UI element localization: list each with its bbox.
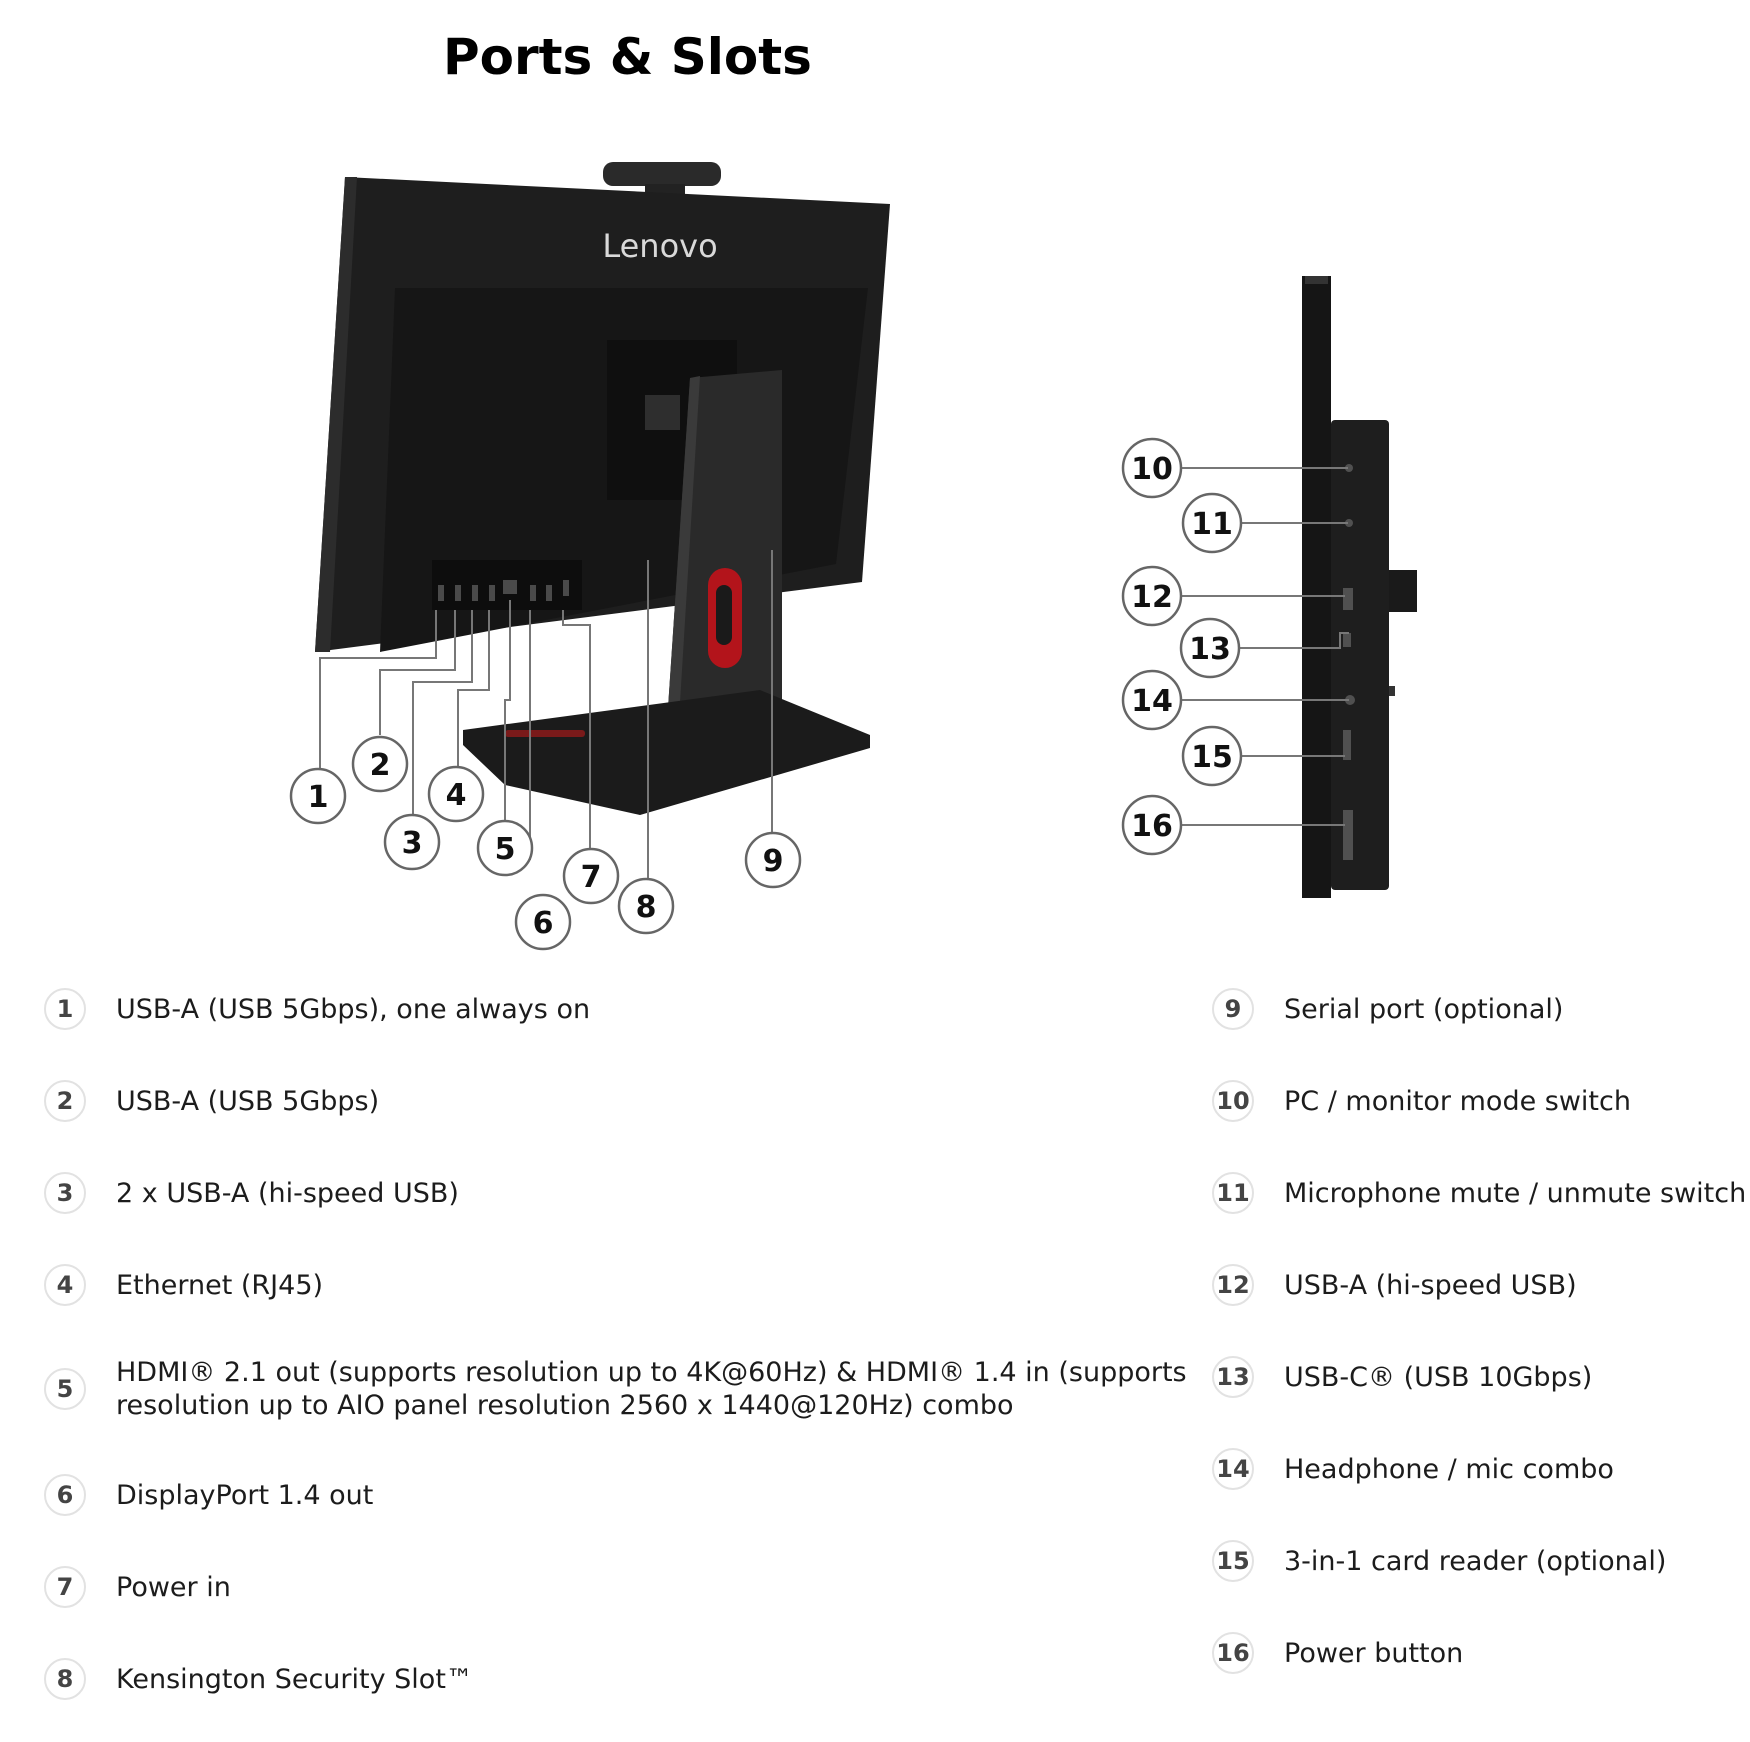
legend-number-badge: 10 (1212, 1080, 1254, 1122)
legend-label: USB-A (USB 5Gbps) (116, 1085, 380, 1117)
callout-6: 6 (514, 893, 572, 951)
callout-7: 7 (562, 847, 620, 905)
legend-number-badge: 12 (1212, 1264, 1254, 1306)
legend-label: USB-A (hi-speed USB) (1284, 1269, 1577, 1301)
ports-diagram: Lenovo (289, 162, 1417, 951)
legend-number-badge: 11 (1212, 1172, 1254, 1214)
legend-label: PC / monitor mode switch (1284, 1085, 1631, 1117)
svg-text:9: 9 (763, 844, 784, 879)
side-view-illustration: 10 11 12 13 14 15 16 (1121, 276, 1417, 898)
legend-label: 2 x USB-A (hi-speed USB) (116, 1177, 459, 1209)
legend-label: USB-A (USB 5Gbps), one always on (116, 993, 591, 1025)
legend-number-badge: 8 (44, 1658, 86, 1700)
legend-number-badge: 16 (1212, 1632, 1254, 1674)
svg-text:5: 5 (495, 832, 516, 867)
callout-5: 5 (476, 819, 534, 877)
callout-12: 12 (1121, 565, 1183, 627)
callout-1: 1 (289, 767, 347, 825)
svg-text:8: 8 (636, 890, 657, 925)
legend-number-badge: 9 (1212, 988, 1254, 1030)
callout-2: 2 (351, 735, 409, 793)
legend-label-line-2: resolution up to AIO panel resolution 25… (116, 1390, 1014, 1421)
legend-label: USB-C® (USB 10Gbps) (1284, 1361, 1593, 1393)
legend-label: Ethernet (RJ45) (116, 1269, 324, 1301)
svg-text:15: 15 (1191, 740, 1233, 775)
svg-text:6: 6 (533, 906, 554, 941)
legend-item-3: 3 2 x USB-A (hi-speed USB) (44, 1172, 459, 1214)
callout-11: 11 (1181, 492, 1243, 554)
legend-item-11: 11 Microphone mute / unmute switch (1212, 1172, 1746, 1214)
legend-item-9: 9 Serial port (optional) (1212, 988, 1563, 1030)
legend-item-13: 13 USB-C® (USB 10Gbps) (1212, 1356, 1592, 1398)
rear-view-illustration: Lenovo (289, 162, 890, 951)
svg-text:10: 10 (1131, 452, 1173, 487)
stand-base (463, 690, 870, 815)
callout-10: 10 (1121, 437, 1183, 499)
legend-label: Kensington Security Slot™ (116, 1663, 473, 1695)
legend-item-4: 4 Ethernet (RJ45) (44, 1264, 323, 1306)
brand-logo: Lenovo (602, 227, 717, 265)
callout-16: 16 (1121, 794, 1183, 856)
legend-label: Power button (1284, 1637, 1464, 1669)
callout-14: 14 (1121, 669, 1183, 731)
svg-text:4: 4 (446, 778, 467, 813)
svg-text:1: 1 (308, 780, 329, 815)
legend-label-line-1: HDMI® 2.1 out (supports resolution up to… (116, 1357, 1187, 1388)
legend-label: DisplayPort 1.4 out (116, 1479, 374, 1511)
callout-8: 8 (617, 877, 675, 935)
svg-text:16: 16 (1131, 809, 1173, 844)
svg-text:11: 11 (1191, 507, 1233, 542)
legend-item-8: 8 Kensington Security Slot™ (44, 1658, 473, 1700)
legend-label: HDMI® 2.1 out (supports resolution up to… (116, 1356, 1187, 1422)
legend-number-badge: 13 (1212, 1356, 1254, 1398)
legend-item-7: 7 Power in (44, 1566, 231, 1608)
legend-label: 3-in-1 card reader (optional) (1284, 1545, 1667, 1577)
svg-text:7: 7 (581, 860, 602, 895)
callout-13: 13 (1179, 617, 1241, 679)
legend-item-12: 12 USB-A (hi-speed USB) (1212, 1264, 1577, 1306)
callout-3: 3 (383, 813, 441, 871)
legend-number-badge: 2 (44, 1080, 86, 1122)
legend-item-6: 6 DisplayPort 1.4 out (44, 1474, 373, 1516)
legend-number-badge: 6 (44, 1474, 86, 1516)
page-title: Ports & Slots (443, 28, 812, 86)
callout-9: 9 (744, 831, 802, 889)
webcam-icon (603, 162, 721, 186)
legend-item-16: 16 Power button (1212, 1632, 1463, 1674)
legend-number-badge: 5 (44, 1368, 86, 1410)
callout-15: 15 (1181, 725, 1243, 787)
legend-number-badge: 1 (44, 988, 86, 1030)
svg-text:13: 13 (1189, 632, 1231, 667)
legend-label: Headphone / mic combo (1284, 1453, 1614, 1485)
legend-label: Power in (116, 1571, 231, 1603)
legend-number-badge: 3 (44, 1172, 86, 1214)
legend-item-2: 2 USB-A (USB 5Gbps) (44, 1080, 379, 1122)
legend-number-badge: 14 (1212, 1448, 1254, 1490)
legend-number-badge: 4 (44, 1264, 86, 1306)
svg-text:3: 3 (402, 826, 423, 861)
legend-item-1: 1 USB-A (USB 5Gbps), one always on (44, 988, 590, 1030)
legend-item-10: 10 PC / monitor mode switch (1212, 1080, 1631, 1122)
svg-text:2: 2 (370, 748, 391, 783)
callout-4: 4 (427, 765, 485, 823)
svg-text:12: 12 (1131, 580, 1173, 615)
legend-label: Microphone mute / unmute switch (1284, 1177, 1747, 1209)
legend-item-14: 14 Headphone / mic combo (1212, 1448, 1614, 1490)
svg-text:14: 14 (1131, 684, 1173, 719)
legend-label: Serial port (optional) (1284, 993, 1564, 1025)
legend-number-badge: 7 (44, 1566, 86, 1608)
legend-number-badge: 15 (1212, 1540, 1254, 1582)
legend-item-15: 15 3-in-1 card reader (optional) (1212, 1540, 1666, 1582)
legend-item-5: 5 HDMI® 2.1 out (supports resolution up … (44, 1356, 1187, 1422)
